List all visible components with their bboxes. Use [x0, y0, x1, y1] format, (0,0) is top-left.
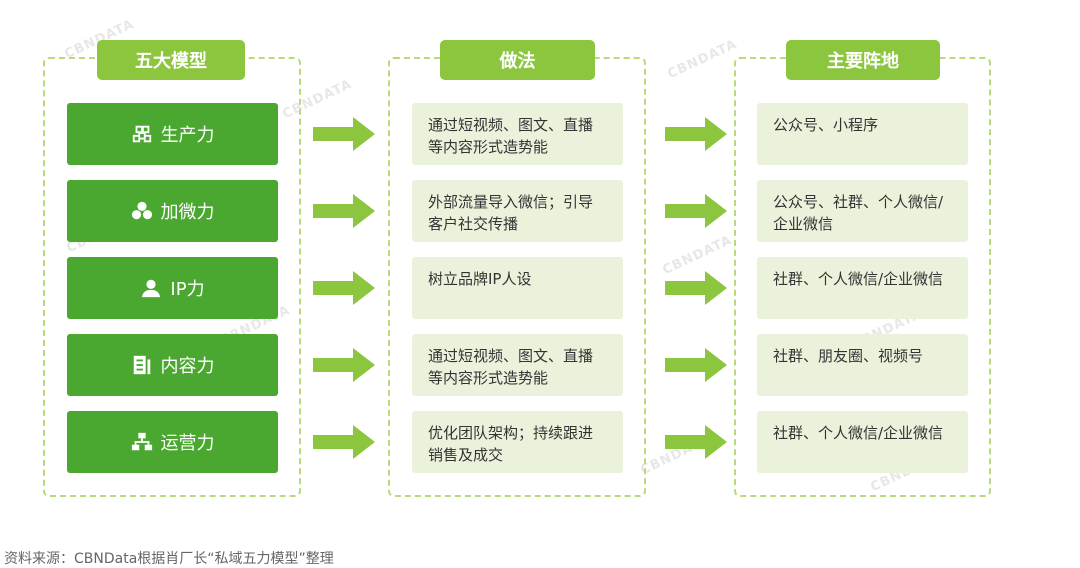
model-ip: IP力: [67, 257, 278, 319]
channel-box: 社群、朋友圈、视频号: [757, 334, 968, 396]
channels-header: 主要阵地: [786, 40, 940, 80]
model-label: 生产力: [160, 125, 215, 146]
arrow-icon: [313, 271, 375, 305]
arrow-icon: [665, 117, 727, 151]
person-icon: [140, 277, 162, 299]
arrow-icon: [313, 425, 375, 459]
arrow-icon: [665, 348, 727, 382]
model-productivity: 生产力: [67, 103, 278, 165]
arrow-icon: [665, 194, 727, 228]
channel-box: 社群、个人微信/企业微信: [757, 411, 968, 473]
document-icon: [131, 354, 153, 376]
method-box: 通过短视频、图文、直播等内容形式造势能: [412, 103, 623, 165]
method-box: 外部流量导入微信；引导客户社交传播: [412, 180, 623, 242]
arrow-icon: [665, 425, 727, 459]
channel-box: 社群、个人微信/企业微信: [757, 257, 968, 319]
methods-header: 做法: [440, 40, 595, 80]
model-label: IP力: [170, 279, 205, 300]
model-operations: 运营力: [67, 411, 278, 473]
channel-box: 公众号、社群、个人微信/企业微信: [757, 180, 968, 242]
model-content: 内容力: [67, 334, 278, 396]
org-chart-icon: [131, 431, 153, 453]
models-header: 五大模型: [97, 40, 245, 80]
method-box: 优化团队架构；持续跟进销售及成交: [412, 411, 623, 473]
model-wechat-growth: 加微力: [67, 180, 278, 242]
arrow-icon: [665, 271, 727, 305]
method-box: 树立品牌IP人设: [412, 257, 623, 319]
source-note: 资料来源：CBNData根据肖厂长“私域五力模型”整理: [4, 551, 334, 567]
model-label: 加微力: [160, 202, 215, 223]
circles-icon: [131, 200, 153, 222]
model-label: 运营力: [160, 433, 215, 454]
arrow-icon: [313, 117, 375, 151]
method-box: 通过短视频、图文、直播等内容形式造势能: [412, 334, 623, 396]
channel-box: 公众号、小程序: [757, 103, 968, 165]
model-label: 内容力: [160, 356, 215, 377]
layers-icon: [131, 123, 153, 145]
watermark: CBNDATA: [665, 36, 740, 83]
arrow-icon: [313, 348, 375, 382]
arrow-icon: [313, 194, 375, 228]
